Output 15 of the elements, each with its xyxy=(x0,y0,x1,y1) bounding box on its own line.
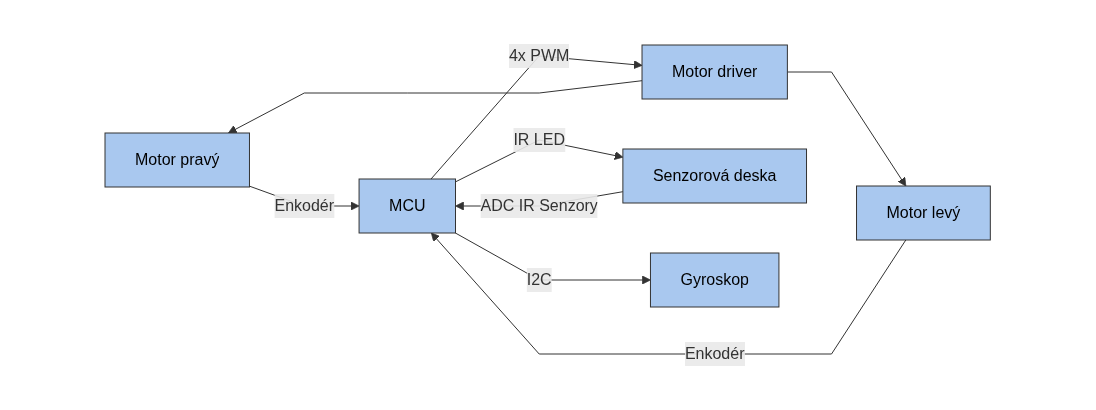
arrow xyxy=(228,80,643,134)
node-box: Gyroskop xyxy=(650,252,780,308)
node-box: Motor levý xyxy=(856,185,992,241)
edge-label: ADC IR Senzory xyxy=(480,197,599,214)
node-box: MCU xyxy=(358,178,457,234)
edge-label: Enkodér xyxy=(274,197,335,214)
edge-label: I2C xyxy=(527,271,552,288)
edge-label: Enkodér xyxy=(685,345,745,362)
node-box: Motor pravý xyxy=(104,132,251,188)
arrow xyxy=(430,55,643,180)
node-box: Senzorová deska xyxy=(622,148,808,204)
node-box: Motor driver xyxy=(641,44,789,100)
arrow xyxy=(787,71,907,187)
edge-label: IR LED xyxy=(513,131,566,148)
edge-label: 4x PWM xyxy=(509,47,570,64)
